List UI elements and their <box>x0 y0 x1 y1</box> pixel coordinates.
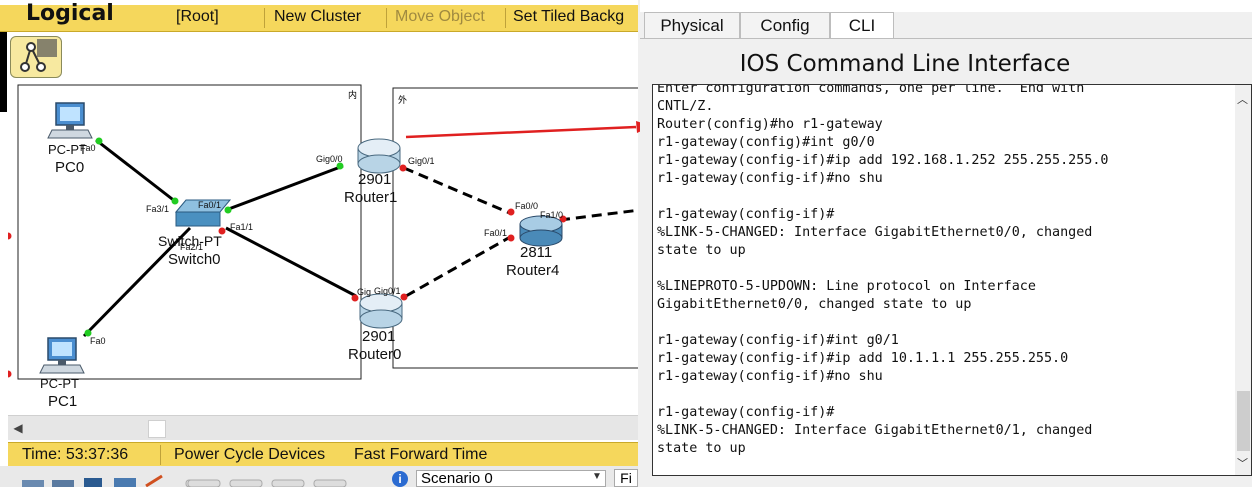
router0-device[interactable]: 2901 Router0 <box>348 293 403 363</box>
info-icon[interactable]: i <box>392 471 408 487</box>
new-cluster-button[interactable]: New Cluster <box>274 8 362 25</box>
scroll-left-icon[interactable]: ◀ <box>13 421 23 435</box>
links <box>8 138 638 338</box>
cli-title: IOS Command Line Interface <box>739 51 1071 77</box>
switch0-name-label: Switch0 <box>168 251 221 268</box>
zone-outer-box <box>392 87 638 369</box>
router0-port-gig0-1: Gig0/1 <box>374 286 401 296</box>
router1-model-label: 2901 <box>358 171 391 188</box>
router4-port-fa0-1: Fa0/1 <box>484 228 507 238</box>
tab-physical[interactable]: Physical <box>644 12 740 38</box>
scroll-thumb[interactable] <box>148 420 166 438</box>
router1-device[interactable]: 2901 Router1 <box>344 138 401 206</box>
router1-name-label: Router1 <box>344 189 397 206</box>
horizontal-scrollbar[interactable]: ◀ <box>8 415 638 440</box>
root-button[interactable]: [Root] <box>176 8 219 25</box>
power-cycle-button[interactable]: Power Cycle Devices <box>174 446 326 463</box>
pc0-name-label: PC0 <box>55 159 84 176</box>
router1-port-gig0-1: Gig0/1 <box>408 156 435 166</box>
router4-port-fa1-0: Fa1/0 <box>540 210 563 220</box>
terminal-scroll-thumb[interactable] <box>1237 391 1250 451</box>
scenario-select[interactable]: Scenario 0 <box>416 470 606 487</box>
move-object-button[interactable]: Move Object <box>395 8 485 25</box>
wireless-category-icon[interactable] <box>114 478 136 487</box>
link-status-dots <box>8 137 567 378</box>
router4-model-label: 2811 <box>520 244 552 261</box>
set-tiled-background-button[interactable]: Set Tiled Backg <box>513 8 625 25</box>
zone-inner-label: 内 <box>348 89 357 100</box>
tab-cli[interactable]: CLI <box>830 12 894 39</box>
switch0-device[interactable]: Switch-PT Switch0 <box>158 199 232 268</box>
logical-view-title[interactable]: Logical <box>26 1 114 26</box>
router4-device[interactable]: 2811 Router4 <box>506 215 563 279</box>
switch-port-fa1-1: Fa1/1 <box>230 222 253 232</box>
router0-port-gig: Gig <box>357 287 371 297</box>
switch-port-fa3-1: Fa3/1 <box>146 204 169 214</box>
connections-category-icon[interactable] <box>145 474 163 487</box>
device-config-panel: Physical Config CLI IOS Command Line Int… <box>640 0 1252 487</box>
cli-output[interactable]: Enter configuration commands, one per li… <box>657 84 1109 456</box>
router0-name-label: Router0 <box>348 346 401 363</box>
pc1-type-label: PC-PT <box>40 376 79 391</box>
router1-port-gig0-0: Gig0/0 <box>316 154 343 164</box>
pc0-port-fa0: Fa0 <box>80 143 96 153</box>
fire-button[interactable]: Fi <box>614 469 638 487</box>
tab-config[interactable]: Config <box>740 12 830 38</box>
switch0-type-label: Switch-PT <box>158 233 222 249</box>
annotation-arrow <box>405 121 652 139</box>
hub-category-icon[interactable] <box>84 478 102 487</box>
pc0-type-label: PC-PT <box>48 142 87 157</box>
zone-inner-box <box>17 84 362 380</box>
pc1-port-fa0: Fa0 <box>90 336 106 346</box>
realtime-statusbar: Time: 53:37:36 Power Cycle Devices Fast … <box>8 442 638 467</box>
switch-port-fa2-1: Fa2/1 <box>180 242 203 252</box>
pc1-device[interactable]: PC-PT PC1 <box>39 337 85 410</box>
switch-category-icon[interactable] <box>52 480 74 487</box>
switch-port-fa0-1: Fa0/1 <box>198 200 221 210</box>
left-edge-bar <box>0 32 7 112</box>
chevron-up-icon[interactable]: ︿ <box>1237 94 1248 106</box>
terminal-scrollbar[interactable]: ︿ ﹀ <box>1235 85 1251 475</box>
zone-outer-label: 外 <box>398 94 407 105</box>
simulation-time: Time: 53:37:36 <box>22 446 129 463</box>
cli-terminal[interactable]: Enter configuration commands, one per li… <box>652 84 1252 476</box>
router4-port-fa0-0: Fa0/0 <box>515 201 538 211</box>
router0-model-label: 2901 <box>362 328 395 345</box>
chevron-down-icon[interactable]: ▼ <box>592 471 602 482</box>
pc1-name-label: PC1 <box>48 393 77 410</box>
logical-workspace: [Root] New Cluster Move Object Set Tiled… <box>0 0 638 487</box>
chevron-down-icon[interactable]: ﹀ <box>1237 458 1248 470</box>
navigation-topology-icon[interactable] <box>10 36 62 78</box>
router4-name-label: Router4 <box>506 262 559 279</box>
router-category-icon[interactable] <box>22 480 44 487</box>
fast-forward-button[interactable]: Fast Forward Time <box>354 446 488 463</box>
pc0-device[interactable]: PC-PT PC0 <box>47 102 93 176</box>
workspace-toolbar: [Root] New Cluster Move Object Set Tiled… <box>0 5 638 32</box>
topology-canvas[interactable]: 内 外 <box>8 78 638 413</box>
